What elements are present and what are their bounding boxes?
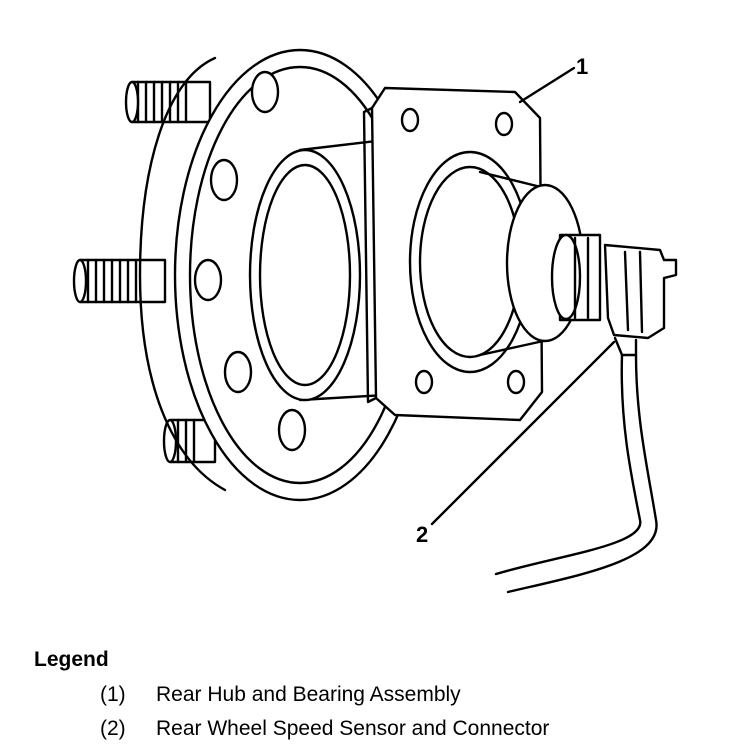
callout-2-label: 2 [416,522,428,547]
legend: Legend (1)Rear Hub and Bearing Assembly … [34,646,734,746]
hub-bearing-illustration: 1 2 [72,48,678,594]
hub-bearing-diagram: 1 2 [72,48,678,594]
callout-1-label: 1 [576,54,588,79]
wheel-stud-upper [124,80,212,124]
legend-item-text: Rear Hub and Bearing Assembly [156,683,461,706]
legend-item-number: (1) [100,683,126,706]
sensor-connector [603,243,678,357]
sensor-wire [494,353,658,594]
legend-item-number: (2) [100,717,126,740]
legend-item: (1) Rear Hub and Bearing Assembly [100,678,734,712]
callout-1-leader [518,66,576,104]
wheel-stud-lower [72,258,167,304]
legend-title: Legend [34,648,109,671]
legend-item-text: Rear Wheel Speed Sensor and Connector [156,717,550,740]
sensor-nose [550,233,602,322]
callout-2-leader [430,340,616,526]
wheel-stud-bottom [162,418,217,464]
legend-item: (2) Rear Wheel Speed Sensor and Connector [100,712,734,746]
hub-cylinder [248,138,387,402]
